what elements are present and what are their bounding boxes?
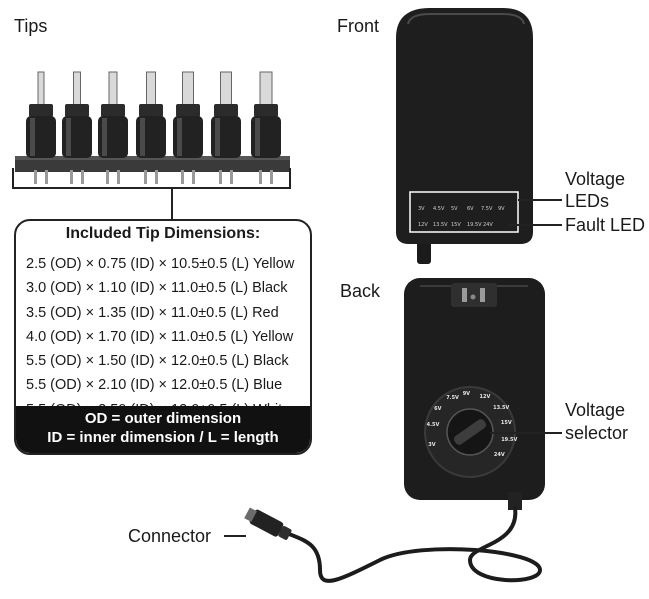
tip-pin (73, 71, 81, 107)
tip-leg-left (106, 170, 109, 184)
selector-voltage-label: 15V (500, 419, 512, 426)
tips-illustration (12, 71, 291, 219)
tip-dimensions-box: Included Tip Dimensions: 2.5 (OD) × 0.75… (14, 219, 312, 455)
tip-body-highlight (102, 118, 107, 156)
tip-collar (65, 104, 89, 117)
tip-collar (139, 104, 163, 117)
tip-pin (182, 71, 194, 107)
selector-knob-grip (453, 419, 487, 445)
tip-leg-left (259, 170, 262, 184)
tip-collar (254, 104, 278, 117)
selector-voltage-label: 24V (493, 452, 505, 459)
tip-pin (259, 71, 273, 107)
tips-label: Tips (14, 16, 48, 36)
tip-leg-left (34, 170, 37, 184)
tip-leg-left (70, 170, 73, 184)
tip-pin (108, 71, 118, 107)
tip-collar (214, 104, 238, 117)
selector-voltage-label: 4.5V (426, 422, 440, 429)
tip-dimension-row: 5.5 (OD) × 2.10 (ID) × 12.0±0.5 (L) Blue (26, 377, 283, 394)
cable-and-connector (244, 492, 543, 583)
tip-dimension-row: 4.0 (OD) × 1.70 (ID) × 11.0±0.5 (L) Yell… (26, 328, 294, 345)
tip-pin (146, 71, 156, 107)
tip-body-highlight (215, 118, 220, 156)
tip-dimensions-list: 2.5 (OD) × 0.75 (ID) × 10.5±0.5 (L) Yell… (26, 252, 294, 422)
front-adapter-body (396, 8, 533, 244)
led-label-bottom: 15V (451, 222, 461, 228)
tip-collar (101, 104, 125, 117)
plug-screw (470, 294, 476, 300)
tips-bracket (12, 168, 291, 189)
selector-voltage-label: 13.5V (493, 404, 510, 411)
selector-voltage-label: 7.5V (446, 395, 459, 402)
voltage-selector-label-line2: selector (565, 423, 629, 443)
led-label-top: 7.5V (481, 206, 493, 212)
tip-leg-left (219, 170, 222, 184)
tip-leg-right (81, 170, 84, 184)
tip-pin (37, 71, 45, 107)
connector-barrel (244, 507, 257, 522)
power-cable (278, 506, 543, 583)
tip-collar (29, 104, 53, 117)
led-label-bottom: 12V (418, 222, 428, 228)
connector-label: Connector (128, 526, 212, 546)
connector-body (249, 509, 284, 537)
back-label: Back (340, 281, 381, 301)
voltage-selector-label-line1: Voltage (565, 400, 626, 420)
front-adapter (396, 8, 533, 264)
selector-voltage-label: 12V (479, 394, 491, 401)
tip-body-highlight (30, 118, 35, 156)
tip-body-highlight (66, 118, 71, 156)
led-label-bottom: 24V (483, 222, 493, 228)
plug-prong-right (480, 288, 485, 302)
tip-leg-left (144, 170, 147, 184)
voltage-leds-label-line1: Voltage (565, 169, 626, 189)
tip-leg-right (270, 170, 273, 184)
front-cable-stub (417, 238, 431, 264)
led-label-top: 5V (451, 206, 458, 212)
tip-dimensions-title: Included Tip Dimensions: (65, 225, 261, 242)
tip-leg-right (117, 170, 120, 184)
tip-pin (220, 71, 232, 107)
tip-dimension-row: 3.5 (OD) × 1.35 (ID) × 11.0±0.5 (L) Red (26, 304, 279, 321)
tip-dimension-row: 5.5 (OD) × 1.50 (ID) × 12.0±0.5 (L) Blac… (26, 353, 289, 370)
connector-boot (278, 526, 292, 540)
fault-led-label: Fault LED (565, 215, 646, 235)
tip-leg-left (181, 170, 184, 184)
led-label-top: 4.5V (433, 206, 445, 212)
voltage-leds-label-line2: LEDs (565, 191, 610, 211)
selector-voltage-label: 19.5V (501, 436, 518, 443)
tip-leg-right (230, 170, 233, 184)
tip-body-highlight (140, 118, 145, 156)
tip-collar (176, 104, 200, 117)
selector-voltage-label: 6V (434, 405, 442, 412)
tip-body-highlight (255, 118, 260, 156)
back-adapter (404, 278, 545, 500)
selector-voltage-label: 3V (428, 442, 436, 448)
legend-id-length: ID = inner dimension / L = length (47, 429, 279, 446)
legend-od: OD = outer dimension (84, 410, 242, 427)
tip-leg-right (45, 170, 48, 184)
plug-prong-left (462, 288, 467, 302)
front-adapter-highlight (407, 13, 525, 25)
selector-voltage-label: 9V (462, 391, 471, 397)
dimension-legend: OD = outer dimension ID = inner dimensio… (16, 406, 310, 453)
tip-leg-right (155, 170, 158, 184)
tip-dimension-row: 2.5 (OD) × 0.75 (ID) × 10.5±0.5 (L) Yell… (26, 256, 295, 272)
led-label-bottom: 13.5V (433, 222, 448, 228)
led-label-top: 9V (498, 206, 505, 212)
tip-connectors (26, 71, 281, 184)
led-label-top: 3V (418, 206, 425, 212)
front-label: Front (337, 16, 380, 36)
tip-leg-right (192, 170, 195, 184)
led-label-bottom: 19.5V (467, 222, 482, 228)
led-label-top: 6V (467, 206, 474, 212)
tip-dimension-row: 3.0 (OD) × 1.10 (ID) × 11.0±0.5 (L) Blac… (26, 280, 288, 297)
tip-body-highlight (177, 118, 182, 156)
cable-strain-relief (508, 492, 522, 510)
front-led-panel (409, 191, 519, 233)
